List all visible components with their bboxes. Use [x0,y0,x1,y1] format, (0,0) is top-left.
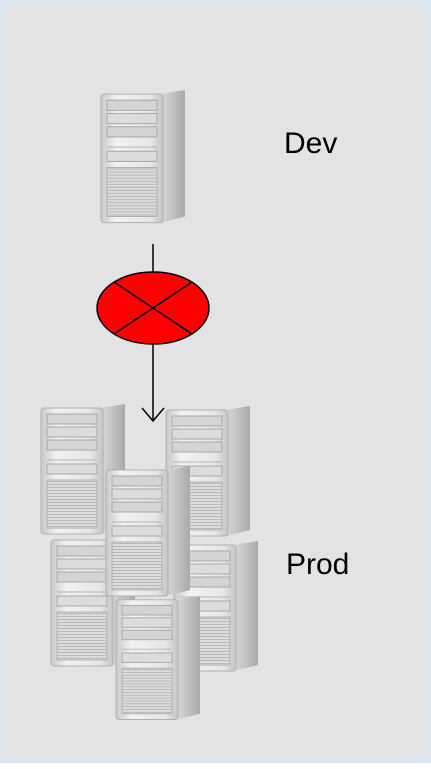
prod-server-icon [105,465,191,597]
connector-arrow-down [141,344,165,423]
prod-server-icon [115,595,201,720]
diagram-svg [40,89,259,720]
prod-server-cluster [40,403,259,720]
dev-label: Dev [284,127,338,160]
dev-server-icon [100,89,186,224]
prod-label: Prod [286,548,350,581]
blocked-x-icon [96,271,210,345]
